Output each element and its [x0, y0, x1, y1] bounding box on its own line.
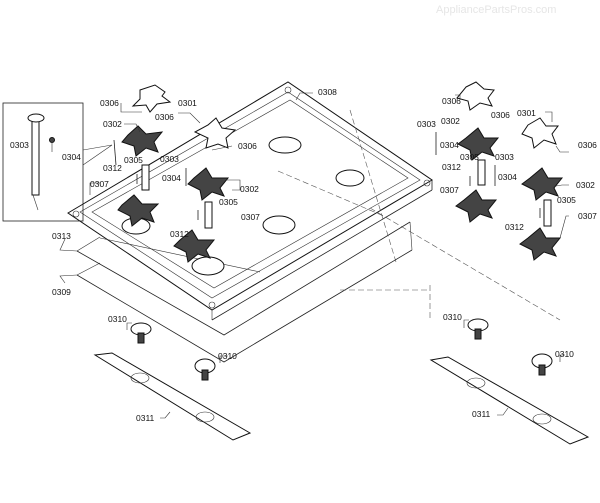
label-0301: 0301 — [517, 108, 536, 118]
label-0312: 0312 — [442, 162, 461, 172]
label-0303: 0303 — [417, 119, 436, 129]
part-labels: 0306 0301 0306 0302 0303 0304 0306 0305 … — [10, 87, 597, 423]
label-0302: 0302 — [576, 180, 595, 190]
label-0306: 0306 — [155, 112, 174, 122]
label-0307: 0307 — [578, 211, 597, 221]
burner-heads — [117, 125, 564, 263]
label-0302: 0302 — [441, 116, 460, 126]
label-0305: 0305 — [460, 152, 479, 162]
label-0312: 0312 — [505, 222, 524, 232]
label-0313: 0313 — [52, 231, 71, 241]
cooktop-tray — [67, 81, 433, 321]
igniter-inset-box — [2, 102, 113, 222]
label-0309: 0309 — [52, 287, 71, 297]
label-0303: 0303 — [10, 140, 29, 150]
label-0301: 0301 — [178, 98, 197, 108]
label-0306: 0306 — [491, 110, 510, 120]
label-0312: 0312 — [170, 229, 189, 239]
valves — [130, 318, 553, 381]
small-parts — [113, 132, 552, 229]
label-0310: 0310 — [218, 351, 237, 361]
label-0306: 0306 — [238, 141, 257, 151]
label-0306: 0306 — [100, 98, 119, 108]
label-0306: 0306 — [442, 96, 461, 106]
watermark: AppliancePartsPros.com — [436, 4, 557, 16]
label-0302: 0302 — [240, 184, 259, 194]
label-0304: 0304 — [440, 140, 459, 150]
label-0310: 0310 — [108, 314, 127, 324]
label-0303: 0303 — [495, 152, 514, 162]
label-0311: 0311 — [136, 413, 155, 423]
label-0304: 0304 — [162, 173, 181, 183]
label-0310: 0310 — [555, 349, 574, 359]
leader-lines — [59, 92, 569, 419]
label-0303: 0303 — [160, 154, 179, 164]
label-0307: 0307 — [241, 212, 260, 222]
label-0308: 0308 — [318, 87, 337, 97]
mounting-bars — [93, 352, 590, 445]
label-0302: 0302 — [103, 119, 122, 129]
label-0305: 0305 — [219, 197, 238, 207]
label-0306: 0306 — [578, 140, 597, 150]
under-plates — [76, 207, 561, 363]
label-0307: 0307 — [90, 179, 109, 189]
label-0311: 0311 — [472, 409, 491, 419]
burner-caps — [131, 81, 559, 149]
label-0305: 0305 — [557, 195, 576, 205]
label-0304: 0304 — [498, 172, 517, 182]
label-0307: 0307 — [440, 185, 459, 195]
label-0312: 0312 — [103, 163, 122, 173]
label-0304: 0304 — [62, 152, 81, 162]
label-0305: 0305 — [124, 155, 143, 165]
label-0310: 0310 — [443, 312, 462, 322]
